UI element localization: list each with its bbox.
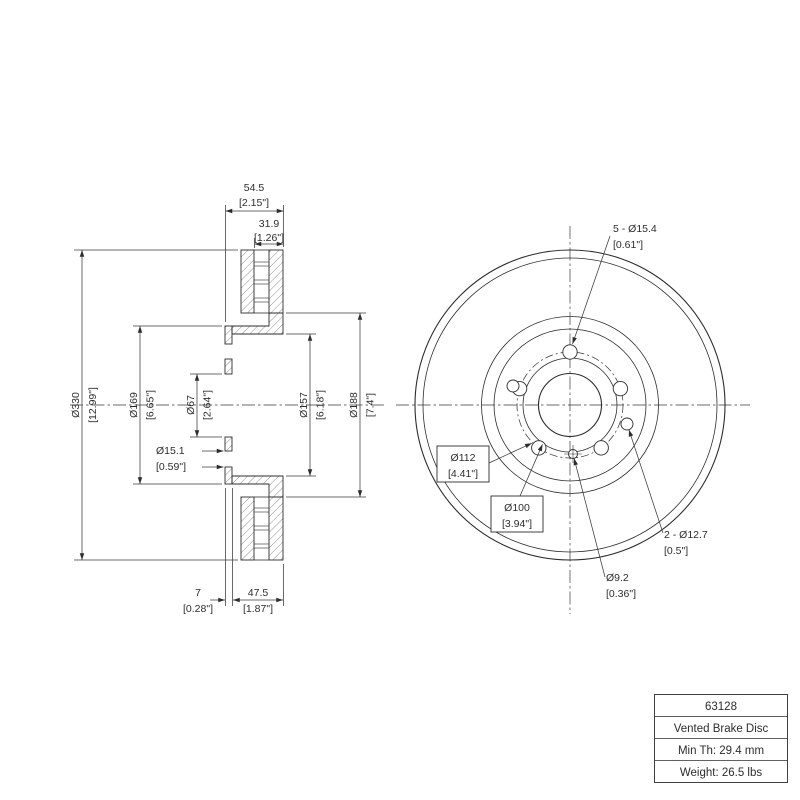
centerlines (70, 226, 750, 614)
front-view: 5 - Ø15.4 [0.61"] Ø112 [4.41"] Ø100 [3.9… (414, 223, 726, 600)
label-bolt-circle-in: [4.41"] (448, 468, 478, 480)
label-pin-holes-in: [0.5"] (664, 545, 688, 557)
label-pilot-mm: Ø100 (504, 502, 530, 514)
section-view: 54.5 [2.15"] 31.9 [1.26"] Ø330 [12.99"] … (70, 182, 377, 615)
bolt-circle-label-box (436, 445, 490, 483)
dim-flange-thickness-mm: 7 (195, 587, 201, 599)
dim-overall-width-mm: 54.5 (244, 182, 265, 194)
label-small-hole-mm: Ø9.2 (606, 572, 629, 584)
flange-lower-outer (224, 466, 233, 485)
min-thickness: Min Th: 29.4 mm (678, 745, 764, 757)
dim-outer-diameter-mm: Ø330 (70, 392, 82, 418)
dim-mount-depth-in: [1.87"] (243, 603, 273, 615)
dim-hat-diameter-in: [6.65"] (145, 390, 157, 420)
vane-marks (254, 261, 269, 549)
outboard-plate-upper (240, 249, 255, 314)
label-bolt-pattern-in: [0.61"] (613, 239, 643, 251)
flange-upper-inner (224, 358, 233, 375)
dim-ring-inner-diameter-mm: Ø188 (348, 392, 360, 418)
label-bolt-circle-mm: Ø112 (451, 452, 476, 464)
vent-gap-edges (254, 249, 269, 561)
dim-bolt-hole-diameter-in: [0.59"] (156, 461, 186, 473)
bolt-circle (516, 351, 624, 459)
center-bore-circle (537, 372, 603, 438)
inboard-plate-upper (268, 249, 284, 314)
label-pin-holes-mm: 2 - Ø12.7 (664, 529, 708, 541)
hat-wall-lower (231, 475, 284, 498)
dim-ring-inner-diameter-in: [7.4"] (365, 393, 377, 417)
dim-inner-width-in: [1.26"] (254, 232, 284, 244)
dim-flange-thickness-in: [0.28"] (183, 603, 213, 615)
dim-hat-diameter-mm: Ø169 (128, 392, 140, 418)
pin-holes (506, 379, 634, 431)
disc-chamfer-circle (422, 257, 718, 553)
part-number: 63128 (705, 701, 737, 713)
dim-hat-inner-diameter-in: [6.18"] (315, 390, 327, 420)
hat-wall-upper (231, 312, 284, 335)
outboard-plate-lower (240, 496, 255, 561)
dim-outer-diameter-in: [12.99"] (87, 387, 99, 423)
section-extension-lines (74, 205, 366, 606)
dim-overall-width-in: [2.15"] (239, 197, 269, 209)
dim-bolt-hole-diameter-mm: Ø15.1 (156, 445, 185, 457)
dim-center-bore-mm: Ø67 (185, 395, 197, 415)
weight: Weight: 26.5 lbs (680, 767, 763, 779)
ring-inner-circle (481, 316, 659, 494)
section-dimension-lines (79, 208, 363, 603)
front-leader-lines (488, 235, 664, 578)
dim-center-bore-in: [2.64"] (202, 390, 214, 420)
label-bolt-pattern-mm: 5 - Ø15.4 (613, 223, 657, 235)
flange-upper-outer (224, 325, 233, 345)
disc-outer-circle (414, 249, 726, 561)
small-hole (564, 445, 582, 463)
inboard-plate-lower (268, 496, 284, 561)
label-pilot-in: [3.94"] (502, 518, 532, 530)
dim-inner-width-mm: 31.9 (259, 218, 280, 230)
title-block: 63128 Vented Brake Disc Min Th: 29.4 mm … (654, 694, 788, 783)
dim-hat-inner-diameter-mm: Ø157 (298, 392, 310, 418)
dim-mount-depth-mm: 47.5 (248, 587, 269, 599)
hat-circle (493, 328, 647, 482)
product-name: Vented Brake Disc (674, 723, 769, 735)
pilot-label-box (490, 495, 544, 533)
label-small-hole-in: [0.36"] (606, 588, 636, 600)
flange-lower-inner (224, 436, 233, 452)
